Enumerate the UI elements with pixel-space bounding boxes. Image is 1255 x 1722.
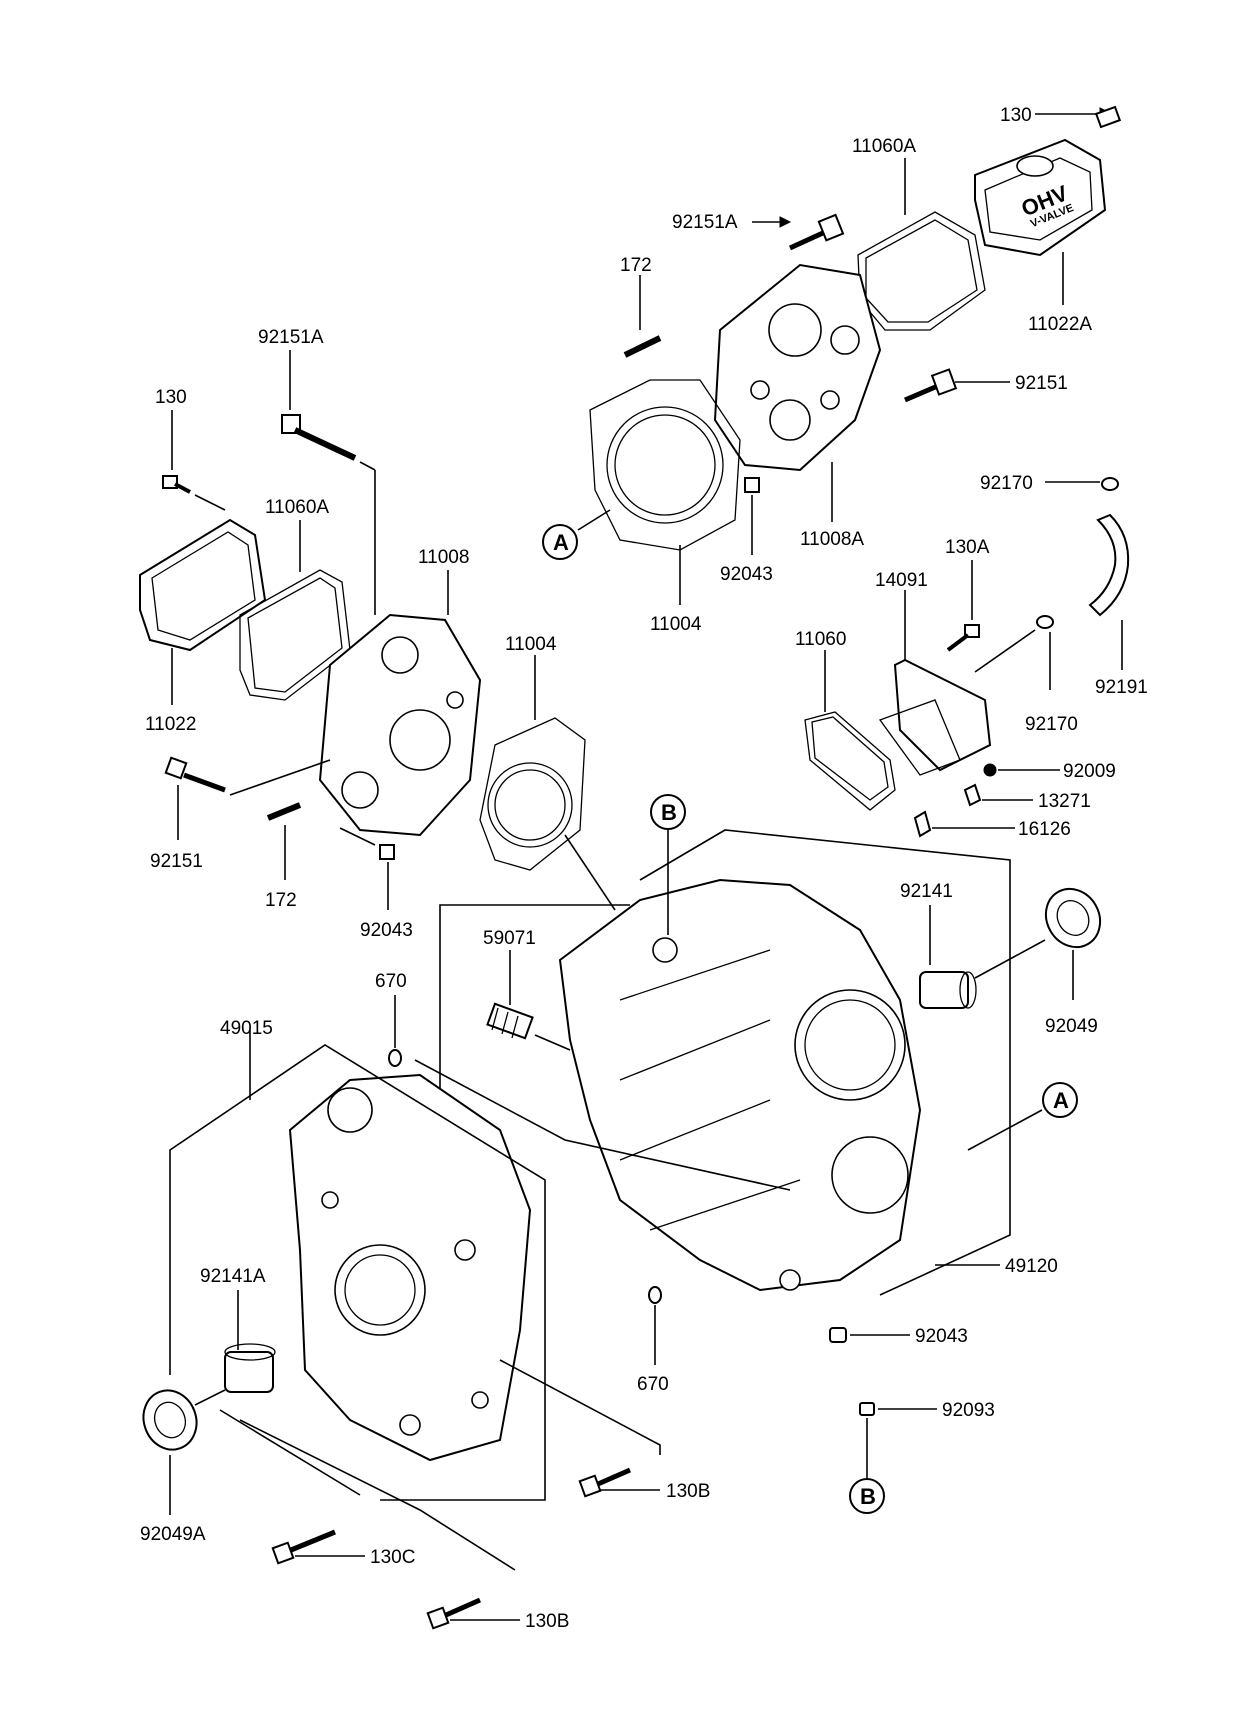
dowel-pin-92043-top-icon [744, 477, 760, 493]
label-11004-top: 11004 [650, 614, 702, 635]
bolt-92151A-top-icon [752, 213, 845, 251]
cylinder-head-11008A-icon [713, 263, 882, 472]
crankcase-49120-icon [558, 878, 922, 1292]
bushing-92141A-icon [224, 1343, 276, 1393]
cylinder-head-11008-icon [318, 613, 482, 837]
label-172-left: 172 [265, 890, 297, 911]
label-92009: 92009 [1063, 761, 1116, 782]
label-172-top: 172 [620, 255, 652, 276]
label-92049A: 92049A [140, 1524, 206, 1545]
reed-valve-16126-icon [913, 810, 1015, 838]
label-130A: 130A [945, 537, 990, 558]
label-670-top: 670 [375, 971, 407, 992]
label-11004-mid: 11004 [505, 634, 557, 655]
label-92141A: 92141A [200, 1266, 266, 1287]
screw-92009-icon [983, 763, 1060, 777]
label-92141: 92141 [900, 881, 953, 902]
label-16126: 16126 [1018, 819, 1071, 840]
label-130-top: 130 [1000, 105, 1032, 126]
gasket-11060A-top-icon [857, 211, 986, 331]
gasket-11060-icon [804, 711, 896, 811]
label-11022A: 11022A [1028, 314, 1092, 335]
plug-92093-icon [859, 1402, 937, 1416]
bolt-92151A-left-icon [281, 414, 357, 461]
label-92170-mid: 92170 [1025, 714, 1078, 735]
label-92093: 92093 [942, 1400, 995, 1421]
label-92043-left: 92043 [360, 920, 413, 941]
hose-clamp-92170-top-icon [1045, 477, 1119, 491]
label-49015: 49015 [220, 1018, 273, 1039]
label-130B-right: 130B [666, 1481, 710, 1502]
label-11022: 11022 [145, 714, 196, 735]
breather-hose-92191-icon [1088, 513, 1130, 617]
label-59071: 59071 [483, 928, 536, 949]
gasket-11060A-left-icon [239, 569, 351, 701]
bolt-130B-bottom-icon [426, 1597, 520, 1630]
label-92151-left: 92151 [150, 851, 203, 872]
label-92049: 92049 [1045, 1016, 1098, 1037]
label-11060: 11060 [795, 629, 846, 650]
bolt-130C-icon [271, 1529, 365, 1565]
label-49120: 49120 [1005, 1256, 1058, 1277]
dowel-pin-92043-left-icon [379, 844, 395, 860]
ref-marker-b-bottom: B [849, 1478, 885, 1514]
label-92151A-left: 92151A [258, 327, 324, 348]
label-130-left: 130 [155, 387, 187, 408]
label-670-bottom: 670 [637, 1374, 669, 1395]
breather-cover-14091-icon [878, 658, 992, 776]
bolt-130-left-icon [162, 475, 226, 511]
label-92043-top: 92043 [720, 564, 773, 585]
spring-59071-icon [486, 1002, 571, 1051]
ref-marker-b-top: B [650, 794, 686, 830]
label-130C: 130C [370, 1547, 415, 1568]
oil-seal-92049-icon [1044, 887, 1102, 949]
svg-text:A: A [553, 530, 569, 555]
label-13271: 13271 [1038, 791, 1091, 812]
ref-marker-a-mid: A [1042, 1082, 1078, 1118]
dowel-pin-92043-bottom-icon [829, 1327, 910, 1343]
label-92191: 92191 [1095, 677, 1148, 698]
o-ring-670-top-icon [388, 1049, 402, 1067]
label-130B-bottom: 130B [525, 1611, 569, 1632]
oil-seal-92049A-icon [142, 1389, 198, 1451]
svg-text:A: A [1053, 1088, 1069, 1113]
valve-cover-11022-icon [139, 518, 267, 652]
crankcase-cover-49015-icon [288, 1073, 532, 1462]
bolt-130A-icon [946, 624, 980, 652]
bolt-130B-right-icon [578, 1467, 660, 1498]
bolt-92151-top-icon [904, 368, 1010, 403]
label-92151A-top: 92151A [672, 212, 738, 233]
bolt-92151-left-icon [164, 756, 331, 796]
plate-13271-icon [963, 783, 1033, 807]
label-11008: 11008 [418, 547, 469, 568]
stud-172-left-icon [266, 802, 302, 821]
head-gasket-11004-top-icon [589, 379, 741, 551]
stud-172-top-icon [623, 335, 662, 358]
label-11060A-top: 11060A [852, 136, 916, 157]
label-14091: 14091 [875, 570, 928, 591]
label-92043-bottom: 92043 [915, 1326, 968, 1347]
bushing-92141-icon [919, 971, 977, 1009]
hose-clamp-92170-mid-icon [974, 615, 1054, 673]
label-92170-top: 92170 [980, 473, 1033, 494]
svg-text:B: B [860, 1484, 876, 1509]
bolt-130-top-icon [1035, 105, 1122, 129]
o-ring-670-bottom-icon [648, 1286, 662, 1304]
label-11060A-left: 11060A [265, 497, 329, 518]
head-gasket-11004-mid-icon [479, 717, 586, 871]
ref-marker-a-top: A [542, 524, 578, 560]
valve-cover-11022A-icon: OHV V-VALVE [974, 138, 1107, 257]
label-11008A: 11008A [800, 529, 864, 550]
label-92151-top: 92151 [1015, 373, 1068, 394]
svg-text:B: B [661, 800, 677, 825]
